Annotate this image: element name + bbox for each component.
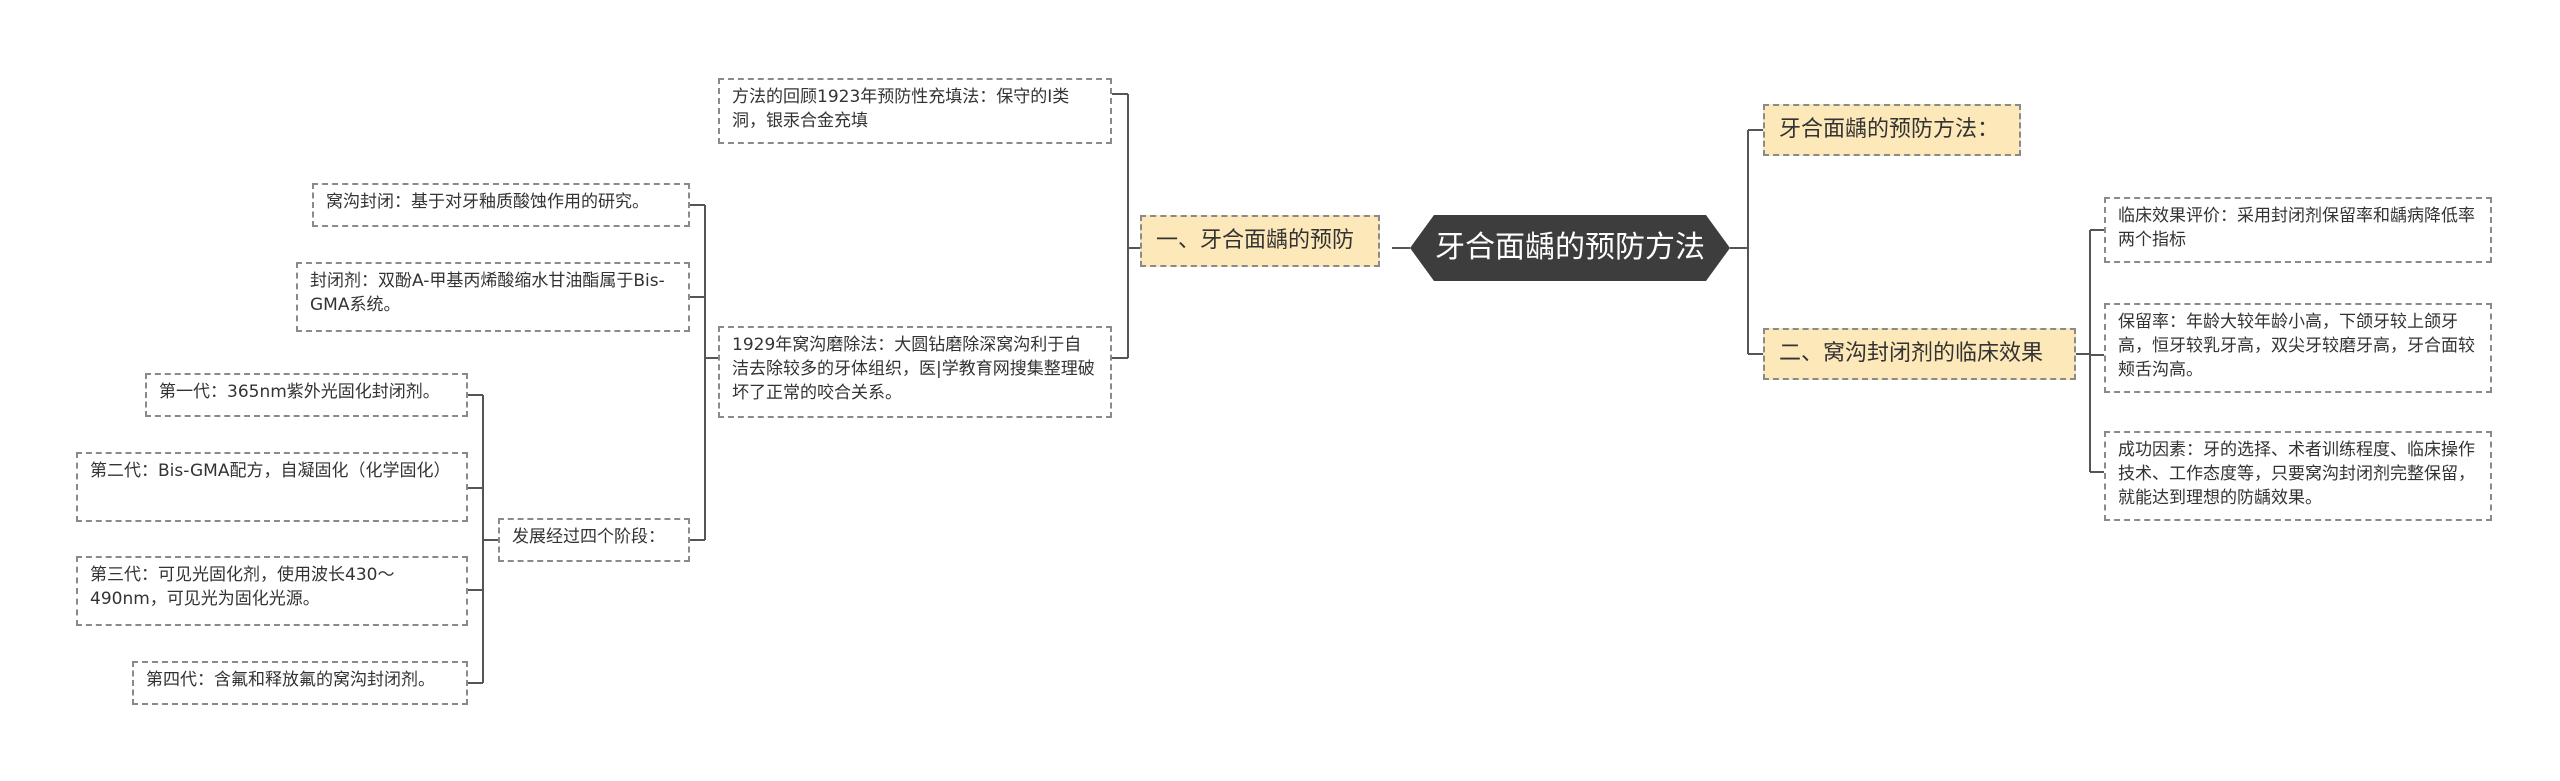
root-topic[interactable]: 牙合面龋的预防方法 [1410,215,1730,281]
branch-clinical-effect[interactable]: 二、窝沟封闭剂的临床效果 [1763,328,2076,380]
branch-prevention-methods[interactable]: 牙合面龋的预防方法： [1763,104,2021,156]
connector [1747,129,1763,355]
leaf-success-factors[interactable]: 成功因素：牙的选择、术者训练程度、临床操作技术、工作态度等，只要窝沟封闭剂完整保… [2104,431,2492,521]
leaf-text: 临床效果评价：采用封闭剂保留率和龋病降低率两个指标 [2118,206,2475,250]
branch-prevention-methods-label: 牙合面龋的预防方法： [1779,117,2000,142]
leaf-generation-2[interactable]: 第二代：Bis-GMA配方，自凝固化（化学固化） [76,452,468,522]
leaf-text: 第三代：可见光固化剂，使用波长430～490nm，可见光为固化光源。 [90,565,395,609]
leaf-sealing[interactable]: 窝沟封闭：基于对牙釉质酸蚀作用的研究。 [312,183,690,227]
leaf-stages[interactable]: 发展经过四个阶段： [498,518,690,562]
leaf-text: 第一代：365nm紫外光固化封闭剂。 [159,382,440,402]
leaf-text: 成功因素：牙的选择、术者训练程度、临床操作技术、工作态度等，只要窝沟封闭剂完整保… [2118,440,2475,508]
leaf-text: 封闭剂：双酚A-甲基丙烯酸缩水甘油酯属于Bis-GMA系统。 [310,271,665,315]
leaf-1929-method[interactable]: 1929年窝沟磨除法：大圆钻磨除深窝沟利于自洁去除较多的牙体组织，医|学教育网搜… [718,326,1112,418]
branch-prevention-label: 一、牙合面龋的预防 [1156,228,1355,253]
leaf-text: 窝沟封闭：基于对牙釉质酸蚀作用的研究。 [326,192,649,212]
root-topic-label: 牙合面龋的预防方法 [1435,230,1705,265]
leaf-retention-rate[interactable]: 保留率：年龄大较年龄小高，下颌牙较上颌牙高，恒牙较乳牙高，双尖牙较磨牙高，牙合面… [2104,303,2492,393]
leaf-text: 方法的回顾1923年预防性充填法：保守的I类洞，银汞合金充填 [732,87,1070,131]
leaf-text: 保留率：年龄大较年龄小高，下颌牙较上颌牙高，恒牙较乳牙高，双尖牙较磨牙高，牙合面… [2118,312,2475,380]
branch-clinical-effect-label: 二、窝沟封闭剂的临床效果 [1779,341,2044,366]
connector [2076,229,2104,473]
connector [1112,93,1140,359]
connector [468,394,498,684]
leaf-generation-1[interactable]: 第一代：365nm紫外光固化封闭剂。 [145,373,468,417]
connector [690,204,718,541]
leaf-generation-3[interactable]: 第三代：可见光固化剂，使用波长430～490nm，可见光为固化光源。 [76,556,468,626]
leaf-text: 第二代：Bis-GMA配方，自凝固化（化学固化） [90,461,451,481]
leaf-text: 1929年窝沟磨除法：大圆钻磨除深窝沟利于自洁去除较多的牙体组织，医|学教育网搜… [732,335,1095,403]
leaf-1923-method[interactable]: 方法的回顾1923年预防性充填法：保守的I类洞，银汞合金充填 [718,78,1112,144]
branch-prevention[interactable]: 一、牙合面龋的预防 [1140,215,1380,267]
leaf-text: 发展经过四个阶段： [512,527,665,547]
leaf-generation-4[interactable]: 第四代：含氟和释放氟的窝沟封闭剂。 [132,661,468,705]
leaf-sealant[interactable]: 封闭剂：双酚A-甲基丙烯酸缩水甘油酯属于Bis-GMA系统。 [296,262,690,332]
leaf-text: 第四代：含氟和释放氟的窝沟封闭剂。 [146,670,435,690]
leaf-clinical-evaluation[interactable]: 临床效果评价：采用封闭剂保留率和龋病降低率两个指标 [2104,197,2492,263]
